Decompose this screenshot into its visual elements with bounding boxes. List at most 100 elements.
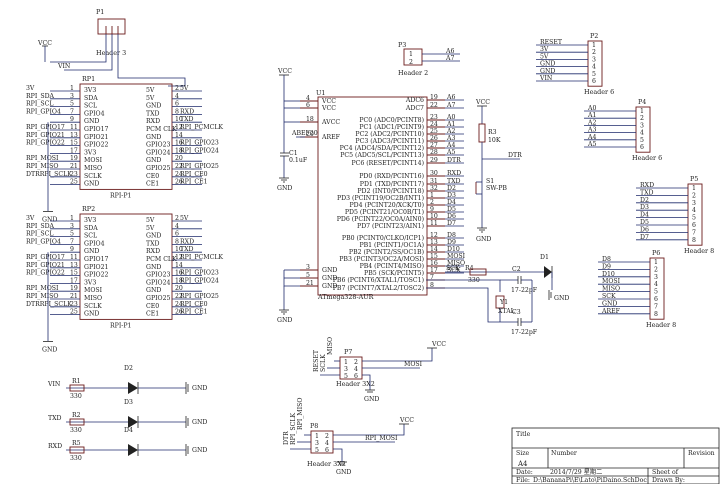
p5-net: D3 [640, 204, 649, 211]
d1-gnd: GND [554, 295, 569, 302]
u1-net-label: D7 [447, 220, 456, 227]
rp2-pin-right: PCM CLK [146, 256, 177, 263]
rp2-net-left: RPI_SCL [26, 231, 53, 238]
tb-title: Title [516, 431, 531, 438]
tb-a4: A4 [517, 460, 528, 468]
rp1-pin-right: GPIO23 [146, 142, 171, 149]
y1-ref: Y1 [499, 299, 508, 306]
p7-pin4: 4 [354, 366, 358, 373]
rp2-pin-left: MISO [84, 295, 102, 302]
led-net: TXD [48, 415, 62, 422]
p8-mosi: RPI_MOSI [365, 435, 398, 442]
p4-net: A0 [587, 105, 596, 112]
u1-num-right: 14 [430, 246, 438, 253]
u1-pin-right-label: PC0 (ADC0/PCINT8) [359, 117, 424, 124]
rp2-num-right: 6 [175, 231, 179, 238]
p6-net: MISO [602, 286, 620, 293]
p8-gnd: GND [336, 469, 351, 476]
rp2-num-left: 21 [70, 293, 78, 300]
rp2-name: RPI-P1 [110, 322, 132, 329]
p5-pin: 1 [692, 185, 696, 192]
p7-pin5: 5 [344, 373, 348, 380]
p4-net: A2 [587, 119, 596, 126]
p1-name: Header 3 [96, 49, 126, 57]
header-p3: P3 1 2 A6 A7 Header 2 [398, 41, 460, 77]
p2-body [587, 40, 603, 87]
r3-vcc: VCC [475, 99, 490, 106]
led-net: RXD [48, 443, 62, 450]
rp2-net-right: RXD [180, 238, 194, 245]
rp1-pin-right: GND [146, 134, 161, 141]
rp1-pin-left: MISO [84, 165, 102, 172]
p7-name: Header 3X2 [336, 380, 375, 388]
u1-net-label: A4 [446, 142, 455, 149]
rp1-net-left: DTRRPI_SCLK [26, 171, 72, 178]
p8-vcc: VCC [399, 417, 414, 424]
rp1-pin-left: GPIO4 [84, 110, 105, 117]
rp1-name: RPI-P1 [110, 192, 132, 199]
p6-pin: 4 [654, 281, 658, 288]
rp1-pin-right: TXD [146, 110, 160, 117]
p6-pin: 6 [654, 296, 658, 303]
u1-pin-right-label: ADC6 [405, 97, 424, 104]
r3-ref: R3 [488, 129, 497, 136]
rp2-pin-right: GPIO25 [146, 295, 171, 302]
rp2-net-left: 3V [26, 215, 35, 222]
rp1-net-right: RPI_GPIO23 [180, 140, 219, 147]
tb-date: Date: [516, 469, 533, 476]
p5-net: D2 [640, 197, 649, 204]
u1-pin-right-label: PD4 (PCINT20/XCK/T0) [350, 202, 425, 209]
rp1-ref: RP1 [82, 75, 95, 83]
rp1-net-left: RPI_GPIO17 [26, 124, 65, 131]
u1-name: ATmega328-AUR [317, 293, 374, 301]
rp2-body [79, 213, 173, 320]
u1-pin-right-label: PB5 (SCK/PCINT5) [364, 270, 424, 277]
u1-gnd-label: GND [322, 267, 337, 274]
p6-name: Header 8 [646, 321, 676, 329]
abef-label: ABEF20 [291, 130, 318, 137]
rp1-pin-right: GPIO24 [146, 149, 171, 156]
p7-pin1: 1 [344, 359, 348, 366]
led-diode [128, 382, 138, 394]
s1-ref: S1 [486, 178, 494, 185]
rp2-pin-left: SDA [84, 225, 98, 232]
p2-pin: 5 [592, 71, 596, 78]
y1-name: XTAL [498, 308, 515, 315]
r4-ref: R4 [465, 265, 474, 272]
rp2-pin-right: TXD [146, 240, 160, 247]
p5-net: RXD [640, 182, 654, 189]
rp2-net-right: RPI_GPIO24 [180, 277, 219, 284]
rp1-num-left: 7 [70, 108, 74, 115]
p7-sclk: SCLK [320, 354, 327, 372]
rp1-net-right: RPI_PCMCLK [180, 124, 223, 131]
rp1-num-right: 6 [175, 101, 179, 108]
rp1-num-left: 19 [70, 155, 78, 162]
rp1-net-left: RPI_MOSI [26, 155, 59, 162]
u1-pin-right-label: PD3 (PCINT19/OC2B/INT1) [337, 195, 424, 202]
rp1-pin-right: GND [146, 103, 161, 110]
c3-ref: C3 [512, 309, 521, 316]
rp2-gnd-label: GND [42, 346, 57, 353]
r3-val: 10K [488, 137, 501, 144]
p6-net: D10 [602, 271, 615, 278]
rp2-num-left: 5 [70, 231, 74, 238]
u1-num-left: 18 [306, 116, 314, 123]
c2-ref: C2 [512, 266, 521, 273]
p4-net: A5 [587, 141, 596, 148]
p6-pin: 7 [654, 303, 658, 310]
u1-pin-left-label: AREF [321, 134, 341, 141]
u1-num-right: 9 [430, 206, 434, 213]
u1-num-right: 10 [430, 213, 438, 220]
p8-pin6: 6 [325, 447, 329, 454]
rp2-pin-left: GPIO4 [84, 240, 105, 247]
u1-num-right: 27 [430, 142, 438, 149]
u1-num-right: 29 [430, 157, 438, 164]
rp2-pin-right: 5V [146, 217, 155, 224]
u1-net-label: D3 [447, 192, 456, 199]
rp1-num-left: 21 [70, 163, 78, 170]
rp2-pin-left: GND [84, 248, 99, 255]
u1-pin-right-label: PC5 (ADC5/SCL/PCINT13) [340, 152, 424, 159]
p6-net: SCK [602, 293, 616, 300]
p2-pin: 3 [592, 56, 596, 63]
